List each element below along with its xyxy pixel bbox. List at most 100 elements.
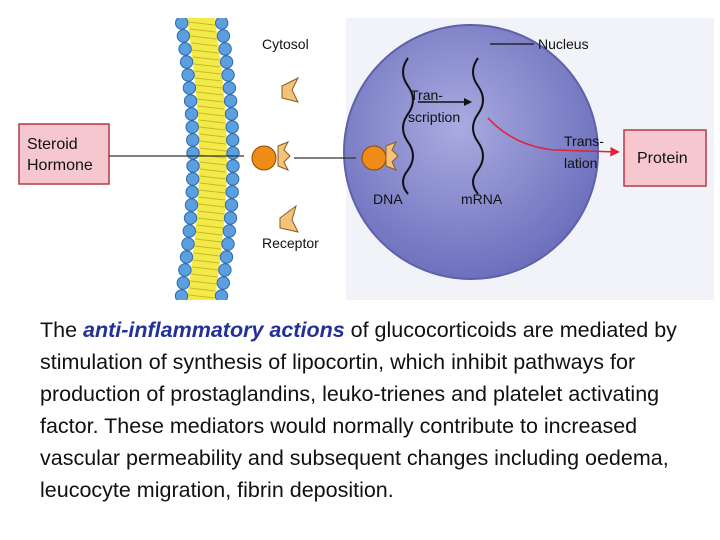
lipid-tail [197, 210, 225, 215]
lipid-tail [196, 91, 223, 96]
lipid-tail [194, 70, 221, 75]
lipid-tail [188, 21, 215, 26]
lipid-tail [196, 231, 223, 236]
lipid-head [183, 211, 198, 225]
lipid-head [184, 198, 199, 212]
lipid-tail [198, 196, 225, 201]
caption-prefix: The [40, 318, 84, 342]
dna-label: DNA [373, 191, 403, 207]
lipid-tail [193, 252, 221, 257]
lipid-head [183, 94, 198, 108]
lipid-head [181, 237, 195, 251]
lipid-tail [199, 126, 226, 131]
lipid-tail [195, 238, 222, 243]
lipid-tail [192, 49, 219, 54]
lipid-head [219, 55, 234, 69]
lipid-tail [197, 217, 224, 222]
lipid-head [182, 224, 197, 238]
dna-strand [402, 57, 414, 195]
lipid-head [218, 42, 232, 56]
lipid-tail [192, 266, 219, 271]
lipid-head [226, 159, 240, 173]
mrna-strand [472, 57, 484, 195]
lipid-head [178, 42, 192, 56]
protein-box [623, 129, 707, 187]
lipid-tail [196, 224, 223, 229]
lipid-head [219, 250, 234, 264]
lipid-tail [198, 119, 225, 124]
lipid-head [175, 18, 189, 30]
lipid-head [224, 198, 239, 212]
lipid-tail [198, 112, 225, 117]
lipid-head [224, 107, 239, 121]
lipid-head [226, 146, 240, 160]
lipid-head [225, 120, 239, 134]
lipid-tail [193, 56, 220, 61]
lipid-tail [199, 161, 227, 166]
transcription-label-line1: Tran- [410, 87, 443, 103]
lipid-head [226, 133, 240, 147]
lipid-tail [199, 147, 226, 152]
mrna-label: mRNA [461, 191, 503, 207]
lipid-tail [193, 259, 220, 264]
receptor-free-lower [279, 204, 299, 233]
protein-label: Protein [637, 150, 688, 167]
lipid-head [218, 263, 232, 277]
steroid-hormone-mechanism-diagram: Steroid Hormone Protein Cytosol Nucleus … [18, 18, 714, 300]
lipid-tail [189, 287, 216, 292]
caption-rest: of glucocorticoids are mediated by stimu… [40, 318, 677, 502]
receptor-bound [277, 141, 291, 171]
lipid-head [214, 289, 229, 300]
lipid-head [176, 29, 191, 43]
lipid-tail [190, 35, 217, 40]
lipid-head [186, 146, 200, 160]
lipid-head [178, 263, 192, 277]
lipid-tail [189, 28, 216, 33]
lipid-head [179, 55, 194, 69]
lipid-head [176, 276, 191, 290]
lipid-head [221, 68, 235, 82]
cytosol-label: Cytosol [262, 36, 309, 52]
caption-highlight: anti-inflammatory actions [83, 318, 345, 342]
lipid-tail [199, 175, 226, 180]
lipid-head [181, 68, 195, 82]
steroid-hormone-box [18, 123, 110, 185]
lipid-tail [196, 84, 223, 89]
hormone-receptor-complex [361, 145, 387, 171]
lipid-head [179, 250, 194, 264]
lipid-tail [199, 182, 226, 187]
caption: The anti-inflammatory actions of glucoco… [40, 314, 690, 506]
lipid-tail [188, 294, 215, 299]
receptor-label: Receptor [262, 235, 319, 251]
lipid-tail [197, 105, 225, 110]
lipid-head [186, 159, 200, 173]
cell-membrane [174, 18, 240, 300]
transcription-label-line2: scription [408, 109, 460, 125]
receptor-free-upper [281, 76, 300, 103]
lipid-head [174, 289, 189, 300]
lipid-head [226, 172, 240, 186]
lipid-tail [199, 168, 226, 173]
transcription-arrowhead [464, 98, 472, 106]
lipid-tail [195, 77, 222, 82]
lipid-tail [199, 133, 226, 138]
lipid-head [221, 237, 235, 251]
lipid-head [223, 94, 238, 108]
lipid-head [185, 185, 199, 199]
lipid-head [216, 29, 231, 43]
lipid-head [182, 81, 197, 95]
lipid-tail [190, 280, 217, 285]
translation-arrow [487, 117, 620, 157]
membrane-core [187, 18, 227, 300]
lipid-head [186, 172, 200, 186]
lipid-head [215, 18, 229, 30]
lipid-tail [194, 245, 221, 250]
lipid-head [184, 107, 199, 121]
lipid-head [222, 81, 237, 95]
translation-label-line1: Trans- [564, 133, 604, 149]
lipid-head [186, 133, 200, 147]
lipid-head [225, 185, 239, 199]
lipid-tail [191, 273, 218, 278]
translation-label-line2: lation [564, 155, 597, 171]
lipid-tail [198, 203, 225, 208]
